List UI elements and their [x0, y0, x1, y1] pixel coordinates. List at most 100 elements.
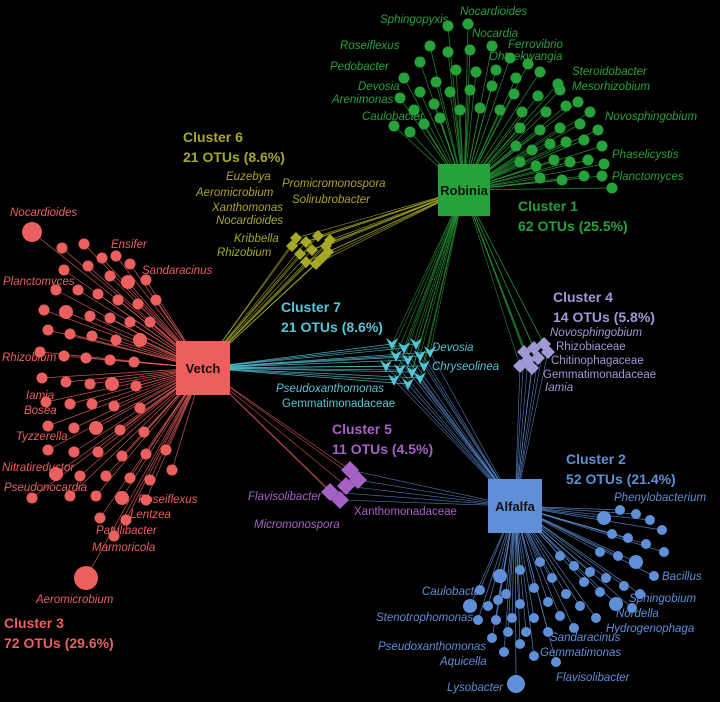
network-edge — [463, 189, 539, 359]
hub-vetch-label: Vetch — [186, 361, 221, 376]
cluster-2-node — [529, 651, 539, 661]
c3-label: Planctomyces — [3, 276, 75, 288]
cluster-3-node — [60, 376, 72, 388]
cluster-2-node — [569, 561, 579, 571]
cluster-3-node — [114, 424, 126, 436]
cluster-2-node — [591, 613, 601, 623]
c1-label: Caulobacter — [362, 111, 425, 123]
cluster-3-node — [84, 310, 96, 322]
cluster-3-node — [110, 250, 122, 262]
c1-label: Sphingopyxis — [380, 14, 449, 26]
c2-label: Caulobacter — [422, 586, 485, 598]
cluster-1-node — [534, 124, 546, 136]
c6-label: Nocardioides — [216, 215, 283, 227]
cluster-7-count: 21 OTUs (8.6%) — [281, 319, 383, 335]
cluster-2-node — [521, 627, 531, 637]
cluster-3-node — [42, 420, 54, 432]
c2-label: Lysobacter — [447, 682, 504, 694]
cluster-2-node — [483, 601, 493, 611]
cluster-2-node — [503, 627, 513, 637]
cluster-7-node — [398, 342, 410, 354]
cluster-3-node — [49, 467, 63, 481]
cluster-2-node — [615, 505, 625, 515]
cluster-2-node — [475, 585, 485, 595]
cluster-1-node — [418, 118, 430, 130]
cluster-1-node — [450, 64, 462, 76]
cluster-1-node — [508, 88, 520, 100]
cluster-7-node — [418, 360, 430, 372]
cluster-1-node — [430, 76, 442, 88]
cluster-1-node — [434, 112, 446, 124]
c3-label: Ensifer — [111, 239, 148, 251]
cluster-3-node — [115, 491, 129, 505]
cluster-1-node — [572, 96, 584, 108]
network-edge — [202, 343, 393, 369]
c2-label: Gemmatimonas — [540, 647, 621, 659]
cluster-5-node — [321, 483, 339, 501]
cluster-3-node — [110, 334, 122, 346]
cluster-2-node — [569, 623, 579, 633]
cluster-2-node — [657, 525, 667, 535]
c6-label: Solirubrobacter — [292, 194, 371, 206]
cluster-2-count: 52 OTUs (21.4%) — [566, 471, 676, 487]
cluster-2-node — [579, 577, 589, 587]
cluster-2-node — [659, 547, 669, 557]
cluster-1-node — [442, 20, 454, 32]
cluster-2-node — [543, 627, 553, 637]
cluster-2-node — [507, 675, 525, 693]
cluster-2-node — [649, 571, 659, 581]
c5-label: Flavisolibacter — [248, 491, 323, 503]
c7-label: Chryseolinea — [432, 361, 499, 373]
network-edge — [85, 367, 204, 579]
cluster-3-node — [144, 474, 156, 486]
cluster-3-node — [56, 242, 68, 254]
cluster-7-node — [386, 338, 398, 350]
c5-label: Xanthomonadaceae — [354, 506, 457, 518]
cluster-2-node — [555, 551, 565, 561]
cluster-1-node — [424, 40, 436, 52]
cluster-2-node — [491, 615, 501, 625]
c6-label: Xanthomonas — [211, 202, 283, 214]
hub-alfalfa-label: Alfalfa — [495, 499, 536, 514]
cluster-2-node — [641, 539, 651, 549]
c1-label: Pedobacter — [330, 61, 390, 73]
cluster-3-node — [132, 298, 144, 310]
c7-label: Pseudoxanthomonas — [276, 383, 384, 395]
c6-label: Promicromonospora — [282, 178, 386, 190]
c1-label: Nocardioides — [460, 6, 527, 18]
c1-label: Nocardia — [472, 28, 518, 40]
cluster-3-node — [144, 316, 156, 328]
cluster-3-node — [96, 252, 108, 264]
cluster-1-node — [414, 56, 426, 68]
cluster-2-node — [473, 615, 483, 625]
cluster-2-node — [529, 583, 539, 593]
cluster-2-node — [555, 611, 565, 621]
cluster-2-node — [561, 589, 571, 599]
cluster-3-node — [22, 222, 42, 242]
cluster-6-node — [324, 234, 336, 246]
network-edge — [419, 189, 465, 379]
cluster-3-node — [124, 316, 136, 328]
hub-robinia — [438, 164, 490, 216]
cluster-1-node — [596, 140, 608, 152]
c3-label: Tyzzerella — [16, 431, 68, 443]
cluster-1-node — [454, 104, 466, 116]
cluster-3-node — [100, 470, 112, 482]
cluster-1-node — [462, 18, 474, 30]
cluster-1-node — [584, 106, 596, 118]
cluster-3-node — [84, 378, 96, 390]
cluster-3-node — [74, 470, 86, 482]
cluster-2-node — [515, 639, 525, 649]
cluster-1-node — [554, 84, 566, 96]
cluster-3-node — [166, 464, 178, 476]
cluster-2-node — [601, 573, 611, 583]
cluster-3-node — [130, 380, 142, 392]
network-edge — [345, 485, 516, 507]
cluster-3-node — [140, 494, 152, 506]
network-edge — [202, 367, 395, 381]
cluster-1-node — [582, 154, 594, 166]
cluster-5-node — [337, 477, 355, 495]
cluster-3-node — [105, 377, 119, 391]
cluster-3-node — [64, 398, 76, 410]
cluster-1-node — [534, 66, 546, 78]
